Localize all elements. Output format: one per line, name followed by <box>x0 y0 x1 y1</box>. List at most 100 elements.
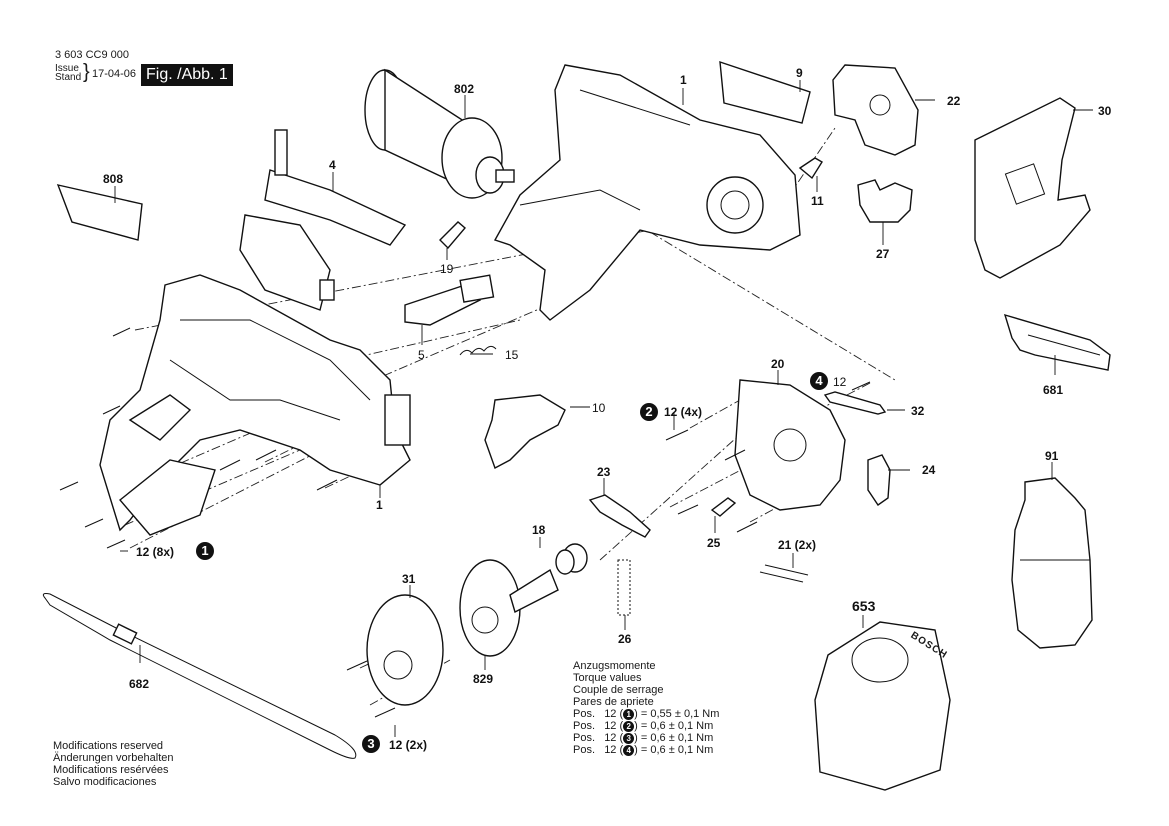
part-5-shape[interactable] <box>404 274 495 326</box>
part-label-15[interactable]: 15 <box>505 348 519 362</box>
part-9-shape[interactable] <box>719 60 811 124</box>
note-line: Modifications reserved <box>53 740 164 752</box>
torque-part: 12 <box>604 744 617 756</box>
screw-badge-2: 2 <box>640 403 658 421</box>
part-label-32[interactable]: 32 <box>911 404 925 418</box>
part-label-808[interactable]: 808 <box>103 172 124 186</box>
torque-badge: 2 <box>623 720 635 732</box>
part-18-shape[interactable] <box>555 543 588 575</box>
torque-part: 12 <box>604 708 617 720</box>
part-1-top-shape[interactable] <box>493 64 801 321</box>
screw-callout-3-text[interactable]: 12 (2x) <box>389 738 428 752</box>
torque-pos: Pos. <box>573 708 596 720</box>
screws <box>59 327 871 718</box>
part-label-1-top[interactable]: 1 <box>680 73 687 87</box>
part-label-31[interactable]: 31 <box>402 572 416 586</box>
issue-date: 17-04-06 <box>92 68 137 80</box>
part-19-shape[interactable] <box>439 221 466 250</box>
torque-badge: 1 <box>623 708 635 720</box>
part-label-802[interactable]: 802 <box>454 82 475 96</box>
part-24-shape[interactable] <box>867 454 891 506</box>
part-label-682[interactable]: 682 <box>129 677 150 691</box>
part-label-10[interactable]: 10 <box>592 401 606 415</box>
torque-row: Pos. 12 (4) = 0,6 ± 0,1 Nm <box>573 744 714 756</box>
part-label-30[interactable]: 30 <box>1098 104 1112 118</box>
leader-lines <box>114 80 1093 737</box>
torque-badge: 3 <box>623 732 635 744</box>
modifications-note: Modifications reserved Änderungen vorbeh… <box>53 740 173 788</box>
brace-glyph: } <box>83 61 90 83</box>
torque-badge: 4 <box>623 744 635 756</box>
part-4-shape[interactable] <box>239 129 407 311</box>
torque-part: 12 <box>604 732 617 744</box>
part-label-22[interactable]: 22 <box>947 94 961 108</box>
part-808-shape[interactable] <box>56 184 143 241</box>
part-23-shape[interactable] <box>588 494 651 538</box>
part-label-19[interactable]: 19 <box>440 262 454 276</box>
part-label-5[interactable]: 5 <box>418 348 425 362</box>
torque-value: = 0,6 ± 0,1 Nm <box>640 744 714 756</box>
figure-label: Fig. /Abb. 1 <box>141 64 233 86</box>
torque-pos: Pos. <box>573 744 596 756</box>
torque-row: Pos. 12 (1) = 0,55 ± 0,1 Nm <box>573 708 720 720</box>
part-label-829[interactable]: 829 <box>473 672 494 686</box>
part-label-1-left[interactable]: 1 <box>376 498 383 512</box>
part-label-21[interactable]: 21 (2x) <box>778 538 817 552</box>
part-label-9[interactable]: 9 <box>796 66 803 80</box>
torque-value: = 0,6 ± 0,1 Nm <box>640 732 714 744</box>
part-22-shape[interactable] <box>832 64 919 156</box>
screw-callout-4-text[interactable]: 12 <box>833 375 847 389</box>
note-line: Salvo modificaciones <box>53 776 157 788</box>
part-label-20[interactable]: 20 <box>771 357 785 371</box>
part-682-shape[interactable] <box>42 593 357 759</box>
part-label-681[interactable]: 681 <box>1043 383 1064 397</box>
torque-values-table: Anzugsmomente Torque values Couple de se… <box>573 660 719 756</box>
torque-part: 12 <box>604 720 617 732</box>
part-number: 3 603 CC9 000 <box>55 49 129 61</box>
screw-badge-1: 1 <box>196 542 214 560</box>
part-label-25[interactable]: 25 <box>707 536 721 550</box>
part-label-26[interactable]: 26 <box>618 632 632 646</box>
part-21-shape[interactable] <box>759 564 809 583</box>
part-20-shape[interactable] <box>734 379 846 511</box>
screw-callout-1-text[interactable]: 12 (8x) <box>136 545 175 559</box>
screw-badge-4: 4 <box>810 372 828 390</box>
screw-callout-2-text[interactable]: 12 (4x) <box>664 405 703 419</box>
part-11-shape[interactable] <box>798 157 823 180</box>
part-label-91[interactable]: 91 <box>1045 449 1059 463</box>
torque-value: = 0,6 ± 0,1 Nm <box>640 720 714 732</box>
part-15-shape[interactable] <box>459 345 497 356</box>
torque-pos: Pos. <box>573 720 596 732</box>
part-label-653[interactable]: 653 <box>852 598 876 614</box>
part-26-shape[interactable] <box>617 559 631 616</box>
part-label-18[interactable]: 18 <box>532 523 546 537</box>
part-30-shape[interactable] <box>974 97 1091 279</box>
note-line: Modifications resérvées <box>53 764 169 776</box>
part-label-4[interactable]: 4 <box>329 158 336 172</box>
torque-title-es: Pares de apriete <box>573 696 654 708</box>
part-label-23[interactable]: 23 <box>597 465 611 479</box>
part-829-shape[interactable] <box>459 559 559 657</box>
part-25-shape[interactable] <box>710 497 737 517</box>
part-label-11[interactable]: 11 <box>811 194 824 208</box>
part-32-shape[interactable] <box>823 391 887 415</box>
torque-value: = 0,55 ± 0,1 Nm <box>640 708 720 720</box>
part-27-shape[interactable] <box>857 179 913 223</box>
torque-title-de: Anzugsmomente <box>573 660 656 672</box>
note-line: Änderungen vorbehalten <box>53 752 174 764</box>
part-1-left-shape[interactable] <box>99 274 411 536</box>
part-802-shape[interactable] <box>364 68 515 199</box>
part-label-27[interactable]: 27 <box>876 247 890 261</box>
part-10-shape[interactable] <box>484 394 566 469</box>
torque-title-en: Torque values <box>573 672 642 684</box>
torque-title-fr: Couple de serrage <box>573 684 664 696</box>
part-label-24[interactable]: 24 <box>922 463 936 477</box>
part-91-shape[interactable] <box>1011 477 1093 649</box>
part-681-shape[interactable] <box>1003 313 1111 371</box>
torque-pos: Pos. <box>573 732 596 744</box>
issue-label: Issue <box>55 63 79 74</box>
torque-row: Pos. 12 (2) = 0,6 ± 0,1 Nm <box>573 720 714 732</box>
part-31-shape[interactable] <box>366 594 444 706</box>
part-653-shape[interactable] <box>814 621 951 791</box>
